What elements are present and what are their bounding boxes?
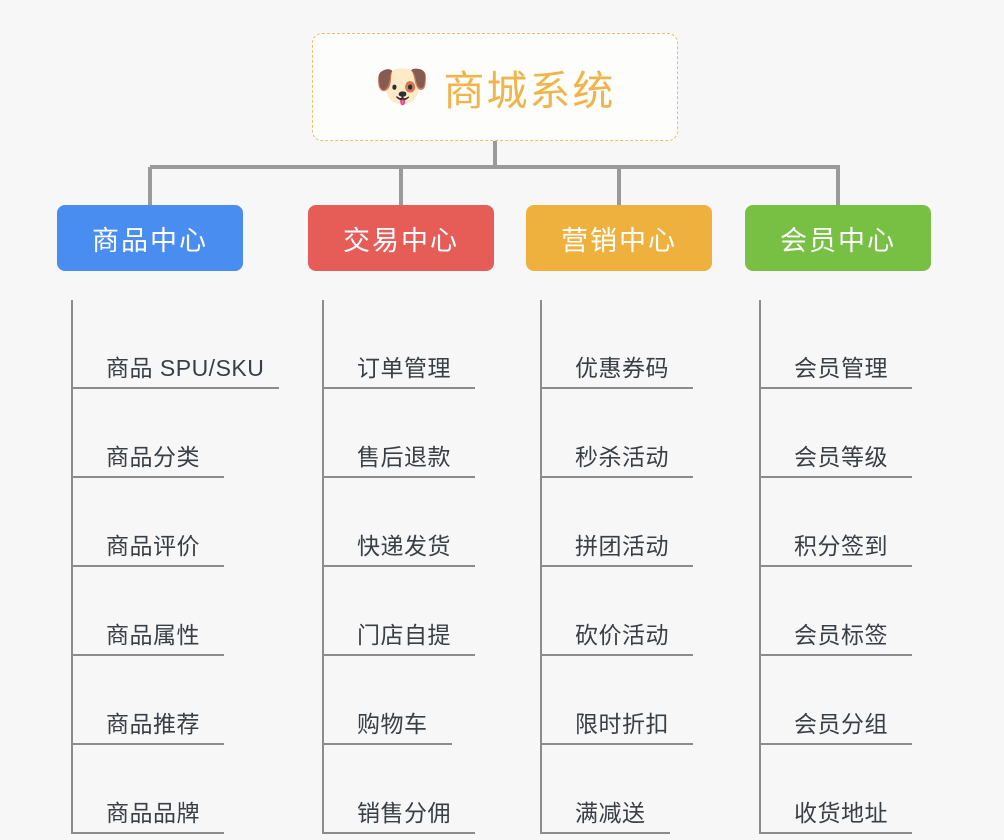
column-member-center: 会员中心 会员管理 会员等级 积分签到 会员标签 会员分组 [745,205,965,834]
list-item-rule [542,476,693,478]
list-item-rule [324,476,475,478]
list-item[interactable]: 商品属性 [73,567,277,656]
list-item-rule [761,476,912,478]
root-node-mall-system[interactable]: 🐶 商城系统 [312,33,678,141]
column-header-trade-center[interactable]: 交易中心 [308,205,494,271]
list-item-rule [73,565,224,567]
list-item[interactable]: 商品推荐 [73,656,277,745]
list-item[interactable]: 优惠券码 [542,300,746,389]
list-item-label: 会员分组 [794,710,888,737]
list-item[interactable]: 积分签到 [761,478,965,567]
list-item-label: 快递发货 [357,532,451,559]
list-item[interactable]: 会员标签 [761,567,965,656]
list-item-label: 拼团活动 [575,532,669,559]
list-item-label: 满减送 [575,799,646,826]
list-item-label: 商品分类 [106,443,200,470]
list-item-rule [761,387,912,389]
list-item-rule [761,654,912,656]
list-item[interactable]: 会员等级 [761,389,965,478]
connector-horizontal-bus [150,165,840,169]
connector-drop-4 [836,167,840,209]
list-item-rule [324,565,475,567]
list-item[interactable]: 商品 SPU/SKU [73,300,279,389]
list-item[interactable]: 门店自提 [324,567,528,656]
list-item-label: 积分签到 [794,532,888,559]
leaf-list-trade-center: 订单管理 售后退款 快递发货 门店自提 购物车 销售分佣 [322,300,528,834]
list-item-label: 商品 SPU/SKU [106,354,265,381]
list-item-label: 会员标签 [794,621,888,648]
list-item[interactable]: 商品品牌 [73,745,277,834]
list-item-rule [542,832,670,834]
list-item-label: 商品品牌 [106,799,200,826]
list-item-label: 销售分佣 [357,799,451,826]
list-item-rule [542,387,693,389]
connector-drop-2 [399,167,403,209]
list-item-label: 收货地址 [794,799,888,826]
leaf-list-product-center: 商品 SPU/SKU 商品分类 商品评价 商品属性 商品推荐 商品品牌 [71,300,279,834]
column-trade-center: 交易中心 订单管理 售后退款 快递发货 门店自提 购物车 [308,205,528,834]
list-item-rule [542,743,693,745]
list-item-label: 售后退款 [357,443,451,470]
list-item-rule [324,654,475,656]
leaf-list-member-center: 会员管理 会员等级 积分签到 会员标签 会员分组 收货地址 [759,300,965,834]
list-item-rule [73,387,279,389]
column-header-marketing-center[interactable]: 营销中心 [526,205,712,271]
list-item[interactable]: 商品分类 [73,389,277,478]
list-item[interactable]: 售后退款 [324,389,528,478]
list-item-rule [542,565,693,567]
connector-root-stem [493,141,497,168]
list-item-rule [542,654,693,656]
list-item-label: 砍价活动 [575,621,669,648]
leaf-list-marketing-center: 优惠券码 秒杀活动 拼团活动 砍价活动 限时折扣 满减送 [540,300,746,834]
column-marketing-center: 营销中心 优惠券码 秒杀活动 拼团活动 砍价活动 限时折扣 [526,205,746,834]
column-header-label: 交易中心 [343,225,459,256]
list-item[interactable]: 秒杀活动 [542,389,746,478]
list-item-rule [324,387,475,389]
list-item-label: 秒杀活动 [575,443,669,470]
list-item[interactable]: 会员分组 [761,656,965,745]
list-item-label: 商品评价 [106,532,200,559]
list-item-rule [324,743,452,745]
list-item-rule [761,565,912,567]
shiba-dog-face-icon: 🐶 [374,62,430,111]
list-item-rule [73,476,224,478]
column-header-member-center[interactable]: 会员中心 [745,205,931,271]
list-item-label: 商品属性 [106,621,200,648]
list-item-label: 购物车 [357,710,428,737]
list-item[interactable]: 收货地址 [761,745,965,834]
list-item[interactable]: 拼团活动 [542,478,746,567]
column-product-center: 商品中心 商品 SPU/SKU 商品分类 商品评价 商品属性 商品推荐 [57,205,279,834]
column-header-label: 营销中心 [561,225,677,256]
list-item-label: 会员等级 [794,443,888,470]
connector-drop-3 [617,167,621,209]
list-item-rule [324,832,475,834]
column-header-label: 商品中心 [92,225,208,256]
list-item[interactable]: 订单管理 [324,300,528,389]
list-item[interactable]: 销售分佣 [324,745,528,834]
list-item[interactable]: 会员管理 [761,300,965,389]
list-item-label: 优惠券码 [575,354,669,381]
list-item-label: 会员管理 [794,354,888,381]
list-item[interactable]: 砍价活动 [542,567,746,656]
list-item-label: 订单管理 [357,354,451,381]
root-node-label: 商城系统 [443,68,616,114]
list-item[interactable]: 购物车 [324,656,528,745]
list-item[interactable]: 满减送 [542,745,746,834]
list-item-rule [73,654,224,656]
list-item-rule [73,743,224,745]
list-item[interactable]: 限时折扣 [542,656,746,745]
list-item-rule [73,832,224,834]
column-header-product-center[interactable]: 商品中心 [57,205,243,271]
list-item-rule [761,832,912,834]
column-header-label: 会员中心 [780,225,896,256]
list-item-label: 限时折扣 [575,710,669,737]
list-item-label: 商品推荐 [106,710,200,737]
list-item-label: 门店自提 [357,621,451,648]
connector-drop-1 [148,167,152,209]
list-item[interactable]: 快递发货 [324,478,528,567]
list-item[interactable]: 商品评价 [73,478,277,567]
list-item-rule [761,743,912,745]
